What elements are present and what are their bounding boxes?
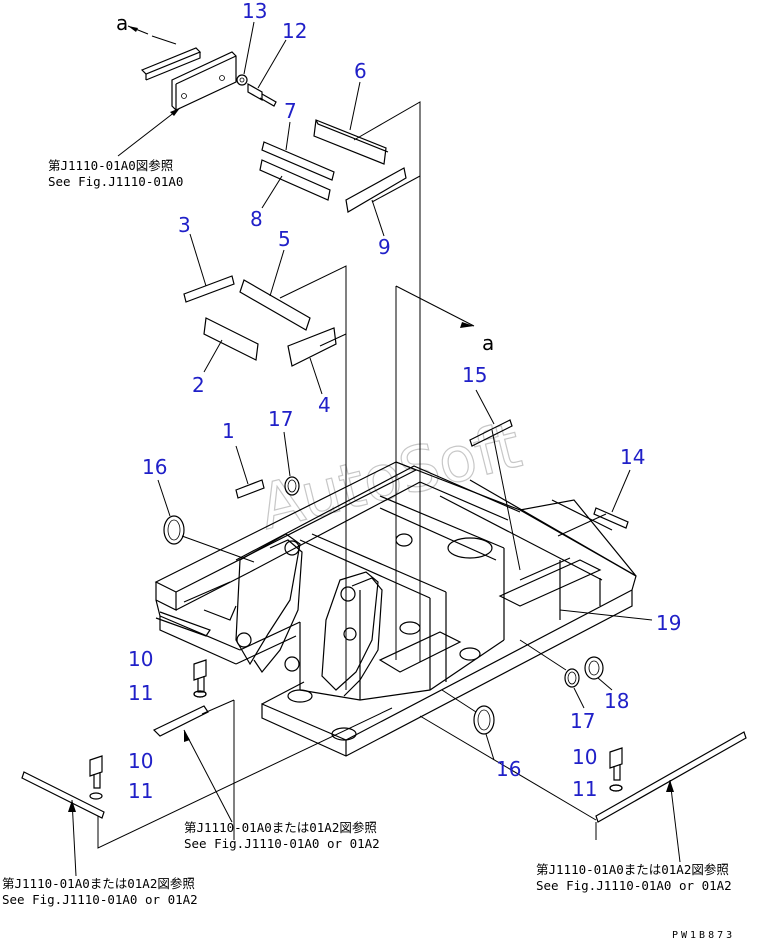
callout-11-right: 11 (572, 777, 597, 801)
callout-5: 5 (278, 227, 291, 251)
callout-15: 15 (462, 363, 487, 387)
ref-top-jp: 第J1110-01A0図参照 (48, 158, 173, 173)
ref-center-en: See Fig.J1110-01A0 or 01A2 (184, 836, 380, 851)
callout-1: 1 (222, 419, 235, 443)
view-label-a-top: a (116, 11, 128, 35)
callout-14: 14 (620, 445, 645, 469)
callout-10-left: 10 (128, 749, 153, 773)
ref-right-en: See Fig.J1110-01A0 or 01A2 (536, 878, 732, 893)
ref-left-jp: 第J1110-01A0または01A2図参照 (2, 876, 195, 891)
ref-left-en: See Fig.J1110-01A0 or 01A2 (2, 892, 198, 907)
callout-18: 18 (604, 689, 629, 713)
callout-19: 19 (656, 611, 681, 635)
callout-9: 9 (378, 235, 391, 259)
callout-11-left: 11 (128, 779, 153, 803)
callout-10-right: 10 (572, 745, 597, 769)
upper-plates-group (259, 81, 421, 662)
callout-17-upper: 17 (268, 407, 293, 431)
callout-2: 2 (192, 373, 205, 397)
callout-10-upper: 10 (128, 647, 153, 671)
washer-11-right (609, 784, 623, 792)
callout-13: 13 (242, 0, 267, 23)
bottom-bolts-group (21, 659, 747, 877)
callout-7: 7 (284, 99, 297, 123)
washer-11-upper (193, 690, 207, 698)
ref-center-jp: 第J1110-01A0または01A2図参照 (184, 820, 377, 835)
callout-8: 8 (250, 207, 263, 231)
plate-a-group (117, 21, 287, 157)
ref-right-jp: 第J1110-01A0または01A2図参照 (536, 862, 729, 877)
callout-6: 6 (354, 59, 367, 83)
callout-3: 3 (178, 213, 191, 237)
main-frame (154, 461, 637, 757)
small-bars-group (235, 389, 631, 571)
view-label-a-right: a (482, 331, 494, 355)
drawing-code: PW1B873 (672, 930, 735, 941)
ref-top-en: See Fig.J1110-01A0 (48, 174, 183, 189)
callout-16-lower: 16 (496, 757, 521, 781)
callout-16-upper: 16 (142, 455, 167, 479)
view-arrow-a-right (395, 285, 475, 660)
callout-12: 12 (282, 19, 307, 43)
seal-rings-group (157, 431, 653, 761)
callout-11-upper: 11 (128, 681, 153, 705)
callout-17-lower: 17 (570, 709, 595, 733)
callout-4: 4 (318, 393, 331, 417)
